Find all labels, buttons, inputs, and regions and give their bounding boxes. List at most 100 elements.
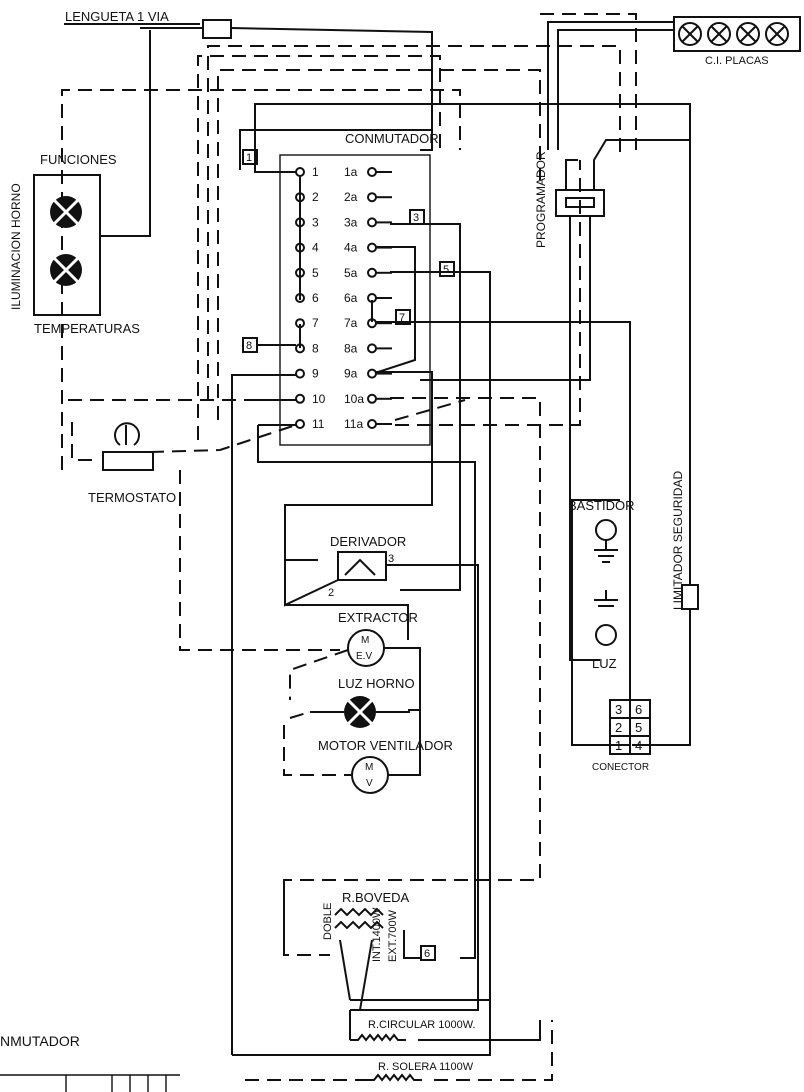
functions-lamp-icon [50, 196, 82, 228]
svg-text:E.V: E.V [356, 651, 372, 662]
plates-wire-2 [557, 29, 674, 150]
right-terminal-4a [367, 242, 377, 253]
box-tag-6 [420, 945, 436, 961]
circular-resistor-coil [350, 1033, 406, 1042]
plates-label: C.I. PLACAS [705, 55, 769, 67]
connector-label: CONECTOR [592, 762, 649, 773]
plate-lamp-1 [678, 22, 702, 46]
right-terminal-label-11a: 11a [344, 417, 363, 431]
left-terminal-label-3: 3 [312, 215, 319, 229]
floor-resistor-coil [366, 1073, 422, 1082]
vault-resistor-label: R.BOVEDA [342, 890, 410, 905]
left-terminal-label-5: 5 [312, 266, 319, 280]
right-terminal-9a [367, 368, 377, 379]
svg-text:3: 3 [413, 212, 419, 224]
bottom-partial-label: NMUTADOR [0, 1033, 80, 1049]
wire-3a [390, 223, 461, 591]
svg-text:M: M [361, 635, 369, 646]
right-terminal-label-3a: 3a [344, 215, 358, 229]
right-terminal-11a [367, 419, 377, 429]
thermostat-label: TERMOSTATO [88, 490, 176, 505]
limiter-label: LIMITADOR SEGURIDAD [671, 471, 685, 610]
functions-block [33, 174, 101, 316]
svg-text:6: 6 [635, 702, 642, 717]
svg-text:6: 6 [424, 948, 430, 960]
svg-text:M: M [365, 762, 373, 773]
dashed-left-loop [61, 89, 461, 470]
svg-text:1: 1 [246, 152, 252, 164]
left-terminal-label-7: 7 [312, 316, 319, 330]
svg-text:V: V [366, 778, 373, 789]
right-terminal-10a [367, 393, 377, 404]
thermostat-dashed [179, 470, 340, 651]
svg-text:1: 1 [615, 738, 622, 753]
svg-text:7: 7 [399, 312, 405, 324]
left-terminal-label-10: 10 [312, 392, 326, 406]
ground-icon [594, 549, 618, 563]
tab-connector [202, 19, 232, 39]
vault-resistor-coil [334, 907, 384, 917]
left-terminal-9 [295, 368, 305, 379]
bottom-partial-table [0, 1074, 180, 1092]
right-terminal-3a [367, 217, 377, 228]
left-terminal-label-2: 2 [312, 190, 319, 204]
tab-to-functions-wire [100, 30, 151, 237]
svg-text:INT.1400W: INT.1400W [371, 907, 383, 962]
diverter-body [337, 551, 387, 581]
switch-body [279, 154, 431, 446]
oven-light-lamp-icon [344, 696, 376, 728]
oven-light-label: LUZ HORNO [338, 676, 415, 691]
functions-label: FUNCIONES [40, 152, 117, 167]
box-tag-1 [242, 149, 258, 165]
light-terminal [595, 624, 617, 646]
plate-lamp-4 [765, 22, 789, 46]
connector-block [609, 699, 651, 755]
right-terminal-label-7a: 7a [344, 316, 358, 330]
right-terminal-label-1a: 1a [344, 165, 358, 179]
left-terminal-10 [295, 393, 305, 404]
left-terminal-label-9: 9 [312, 367, 319, 381]
temperatures-label: TEMPERATURAS [34, 321, 140, 336]
right-terminal-5a [367, 267, 377, 278]
frame-label: BASTIDOR [568, 498, 634, 513]
svg-text:DOBLE: DOBLE [322, 903, 334, 940]
plates-wire-1 [547, 21, 674, 150]
wire-9a [284, 371, 433, 561]
right-terminal-label-10a: 10a [344, 392, 364, 406]
left-terminal-label-4: 4 [312, 241, 319, 255]
programmer-label: PROGRAMADOR [534, 151, 548, 248]
frame-terminal [595, 519, 617, 541]
programmer-to-light-wire [569, 235, 600, 661]
left-terminal-1 [295, 167, 305, 177]
svg-text:3: 3 [388, 553, 394, 565]
fan-motor-label: MOTOR VENTILADOR [318, 738, 453, 753]
right-terminal-label-5a: 5a [344, 266, 358, 280]
left-terminal-label-11: 11 [312, 417, 325, 431]
diverter-label: DERIVADOR [330, 534, 406, 549]
svg-text:2: 2 [615, 720, 622, 735]
programmer-to-limiter-wire [593, 139, 691, 585]
wire-7a [376, 321, 631, 746]
left-terminal-label-6: 6 [312, 291, 319, 305]
svg-text:EXT.700W: EXT.700W [387, 909, 399, 962]
right-terminal-2a [367, 192, 377, 203]
right-terminal-8a [367, 343, 377, 354]
thermostat-dial-icon [114, 422, 140, 446]
svg-text:2: 2 [328, 587, 334, 599]
right-terminal-label-8a: 8a [344, 341, 358, 355]
wire-9 [231, 374, 296, 1055]
svg-text:3: 3 [615, 702, 622, 717]
switch-label: CONMUTADOR [345, 131, 439, 146]
oven-light-left-label: ILUMINACION HORNO [9, 183, 23, 310]
temperatures-lamp-icon [50, 254, 82, 286]
left-terminal-label-8: 8 [312, 341, 319, 355]
plates-dashed [540, 13, 637, 150]
right-terminal-label-6a: 6a [344, 291, 358, 305]
right-terminal-label-2a: 2a [344, 190, 358, 204]
tab-label: LENGUETA 1 VIA [65, 9, 169, 24]
extractor-label: EXTRACTOR [338, 610, 418, 625]
right-terminal-1a [367, 167, 377, 177]
thermostat-body [102, 451, 154, 471]
